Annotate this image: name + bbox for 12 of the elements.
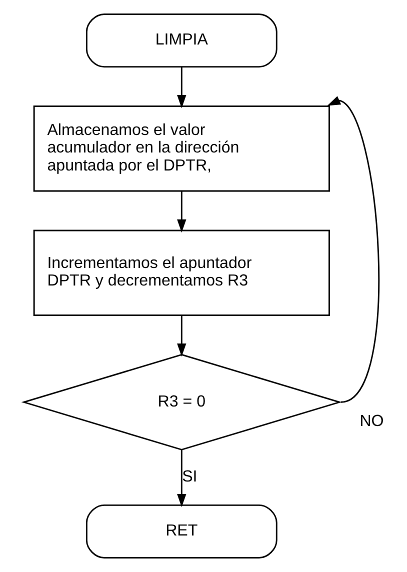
node-box: Almacenamos el valor acumulador en la dirección apuntada por el DPTR, bbox=[32, 106, 330, 192]
edge-label: SI bbox=[182, 468, 197, 486]
arrow bbox=[176, 316, 186, 357]
arrow bbox=[326, 96, 379, 403]
arrow bbox=[176, 66, 186, 108]
node-box: Incrementamos el apuntador DPTR y decrementamos R3 bbox=[32, 230, 330, 316]
node-box: LIMPIA bbox=[85, 14, 277, 68]
arrow bbox=[176, 450, 186, 508]
edge-label: NO bbox=[359, 412, 384, 430]
node-box: RET bbox=[85, 504, 277, 558]
node-diamond: R3 = 0 bbox=[20, 354, 342, 450]
arrow bbox=[176, 191, 186, 233]
